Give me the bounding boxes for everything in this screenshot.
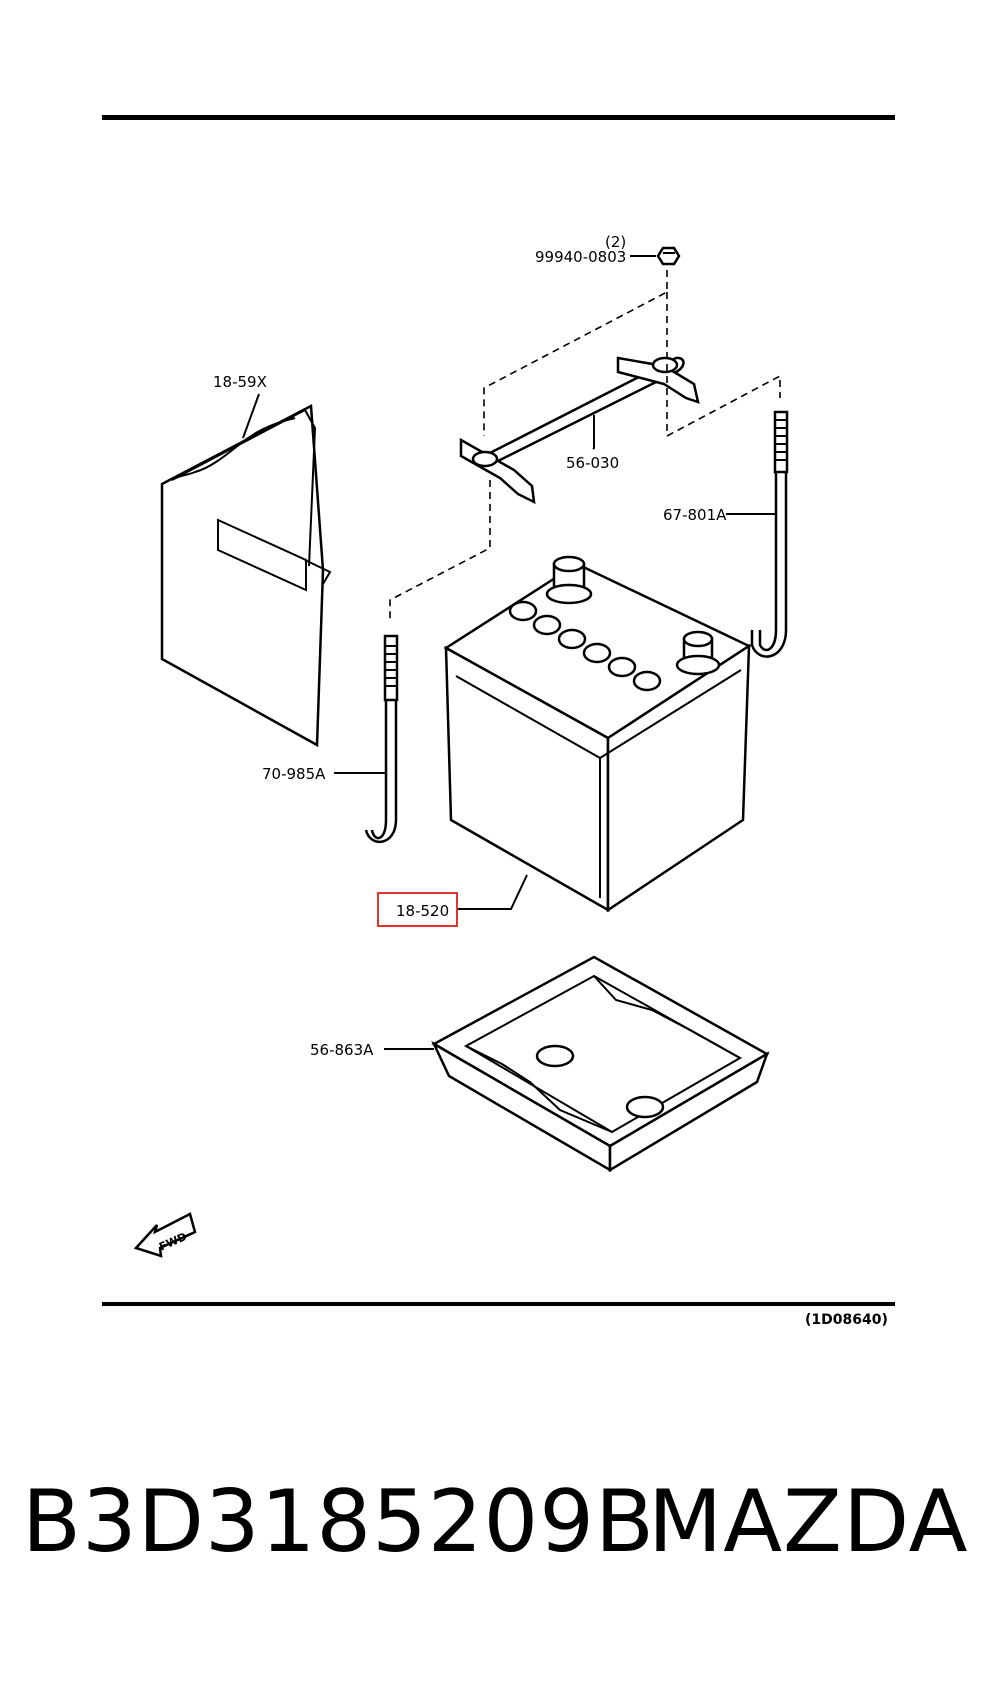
label-battery[interactable]: 18-520 bbox=[396, 902, 449, 920]
battery-terminals bbox=[545, 555, 721, 676]
caption: B3D3185209B MAZDA bbox=[0, 1472, 992, 1582]
label-tray: 56-863A bbox=[310, 1041, 374, 1059]
diagram-reference: (1D08640) bbox=[805, 1312, 888, 1328]
battery-caps bbox=[508, 600, 662, 692]
part-number: B3D3185209B bbox=[22, 1472, 655, 1572]
fwd-arrow-icon: FWD bbox=[133, 1212, 197, 1258]
nut bbox=[656, 246, 681, 266]
label-cover: 18-59X bbox=[213, 373, 267, 391]
tray-hole-1 bbox=[535, 1044, 575, 1068]
top-rule bbox=[102, 115, 895, 120]
battery-cover bbox=[160, 404, 332, 748]
brand-name: MAZDA bbox=[648, 1472, 969, 1572]
battery-tray bbox=[431, 955, 770, 1173]
label-rod-right: 67-801A bbox=[663, 506, 727, 524]
j-rod-left bbox=[364, 634, 399, 844]
highlight-box bbox=[377, 892, 458, 927]
tray-hole-2 bbox=[625, 1095, 665, 1119]
label-nut-qty: (2) bbox=[605, 233, 626, 251]
label-nut: 99940-0803 bbox=[535, 248, 626, 266]
battery bbox=[443, 555, 752, 913]
bottom-rule bbox=[102, 1302, 895, 1306]
label-rod-left: 70-985A bbox=[262, 765, 326, 783]
battery-clamp bbox=[459, 356, 700, 505]
label-clamp: 56-030 bbox=[566, 454, 619, 472]
j-rod-right bbox=[750, 410, 789, 658]
